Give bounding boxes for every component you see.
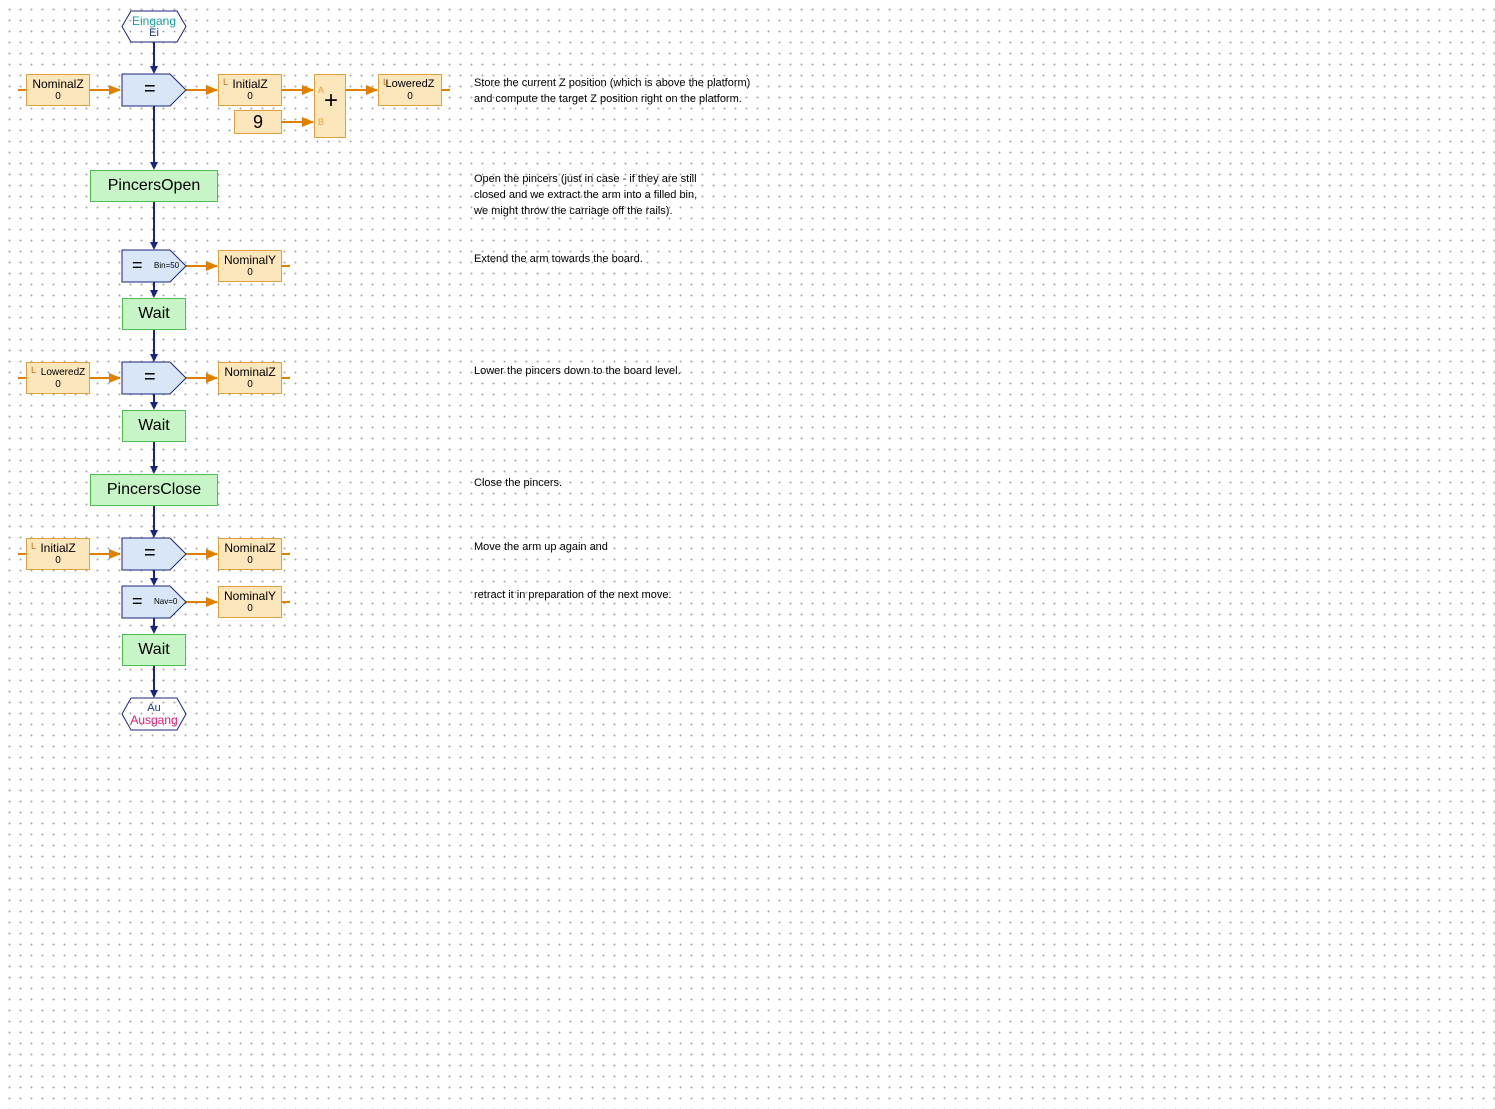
comment-line: and compute the target Z position right … (474, 93, 742, 105)
end-terminal-outline (121, 697, 187, 731)
assign-value-extend: Bin=50 (154, 261, 180, 270)
comment-lower: Lower the pincers down to the board leve… (474, 363, 681, 379)
variable-value: 0 (55, 379, 61, 390)
assign-shape (121, 361, 187, 395)
port-a-label: A (318, 85, 325, 95)
data-wires (18, 85, 450, 607)
variable-nominal-z-in[interactable]: NominalZ 0 (26, 74, 90, 106)
command-pincers-open[interactable]: PincersOpen (90, 170, 218, 202)
assign-shape (121, 537, 187, 571)
assign-block-extend[interactable]: = (132, 255, 143, 275)
assign-shape (121, 73, 187, 107)
variable-name: NominalY (223, 589, 277, 603)
comment-retract: retract it in preparation of the next mo… (474, 587, 672, 603)
assign-block-store[interactable]: = (144, 78, 156, 100)
comment-up: Move the arm up again and (474, 539, 608, 555)
assign-value-retract: Nav=0 (154, 597, 178, 606)
variable-initial-z-out[interactable]: L InitialZ 0 (218, 74, 282, 106)
local-marker-icon: L (31, 541, 37, 551)
variable-nominal-z-2[interactable]: NominalZ 0 (218, 538, 282, 570)
variable-value: 0 (407, 91, 413, 102)
variable-nominal-y-2[interactable]: NominalY 0 (218, 586, 282, 618)
variable-nominal-y-1[interactable]: NominalY 0 (218, 250, 282, 282)
assign-shape (121, 585, 187, 619)
variable-name: LoweredZ (385, 78, 435, 90)
comment-line: retract it in preparation of the next mo… (474, 589, 672, 601)
variable-name: NominalZ (224, 365, 276, 379)
end-terminal-label: Ausgang (130, 713, 178, 727)
command-wait-3[interactable]: Wait (122, 634, 186, 666)
assign-block-retract[interactable]: = (132, 591, 143, 611)
variable-initial-z-in[interactable]: L InitialZ 0 (26, 538, 90, 570)
comment-line: Extend the arm towards the board. (474, 253, 643, 265)
comment-line: Lower the pincers down to the board leve… (474, 365, 681, 377)
variable-nominal-z-1[interactable]: NominalZ 0 (218, 362, 282, 394)
command-wait-2[interactable]: Wait (122, 410, 186, 442)
assign-block-up[interactable]: = (144, 542, 156, 564)
comment-line: we might throw the carriage off the rail… (474, 205, 673, 217)
variable-value: 0 (247, 267, 253, 278)
comment-line: closed and we extract the arm into a fil… (474, 189, 698, 201)
command-pincers-close[interactable]: PincersClose (90, 474, 218, 506)
comment-open: Open the pincers (just in case - if they… (474, 171, 697, 219)
comment-extend: Extend the arm towards the board. (474, 251, 643, 267)
plus-icon: + (324, 87, 339, 114)
variable-value: 0 (247, 91, 253, 102)
comment-close: Close the pincers. (474, 475, 562, 491)
start-terminal-outline (121, 10, 187, 43)
local-marker-icon: L (31, 365, 37, 375)
variable-name: InitialZ (232, 77, 268, 91)
variable-lowered-z-out[interactable]: L LoweredZ 0 (378, 74, 442, 106)
comment-line: Open the pincers (just in case - if they… (474, 173, 697, 185)
variable-value: 0 (55, 555, 61, 566)
comment-line: Store the current Z position (which is a… (474, 77, 751, 89)
variable-lowered-z-in[interactable]: L LoweredZ 0 (26, 362, 90, 394)
comment-line: Close the pincers. (474, 477, 563, 489)
variable-value: 0 (247, 379, 253, 390)
variable-value: 0 (55, 91, 61, 102)
variable-name: NominalY (223, 253, 277, 267)
variable-name: NominalZ (224, 541, 276, 555)
add-block[interactable]: A + B (314, 74, 346, 138)
variable-value: 0 (247, 555, 253, 566)
local-marker-icon: L (223, 77, 229, 87)
variable-name: NominalZ (32, 77, 84, 91)
variable-name: LoweredZ (40, 367, 86, 378)
end-terminal[interactable]: Au Ausgang (122, 698, 186, 730)
variable-name: InitialZ (40, 541, 76, 555)
assign-outlines (121, 73, 187, 619)
constant-nine[interactable]: 9 (234, 110, 282, 134)
comment-line: Move the arm up again and (474, 541, 608, 553)
start-terminal-sub: Ei (149, 26, 159, 39)
assign-shape (121, 249, 187, 283)
comment-store: Store the current Z position (which is a… (474, 75, 750, 107)
start-terminal-label: Eingang (131, 13, 177, 28)
variable-value: 0 (247, 603, 253, 614)
port-b-label: B (318, 117, 325, 127)
start-terminal[interactable]: Eingang Ei (122, 11, 186, 42)
command-wait-1[interactable]: Wait (122, 298, 186, 330)
end-terminal-sub: Au (147, 702, 161, 714)
assign-block-lower[interactable]: = (144, 366, 156, 388)
local-marker-icon: L (383, 77, 389, 87)
